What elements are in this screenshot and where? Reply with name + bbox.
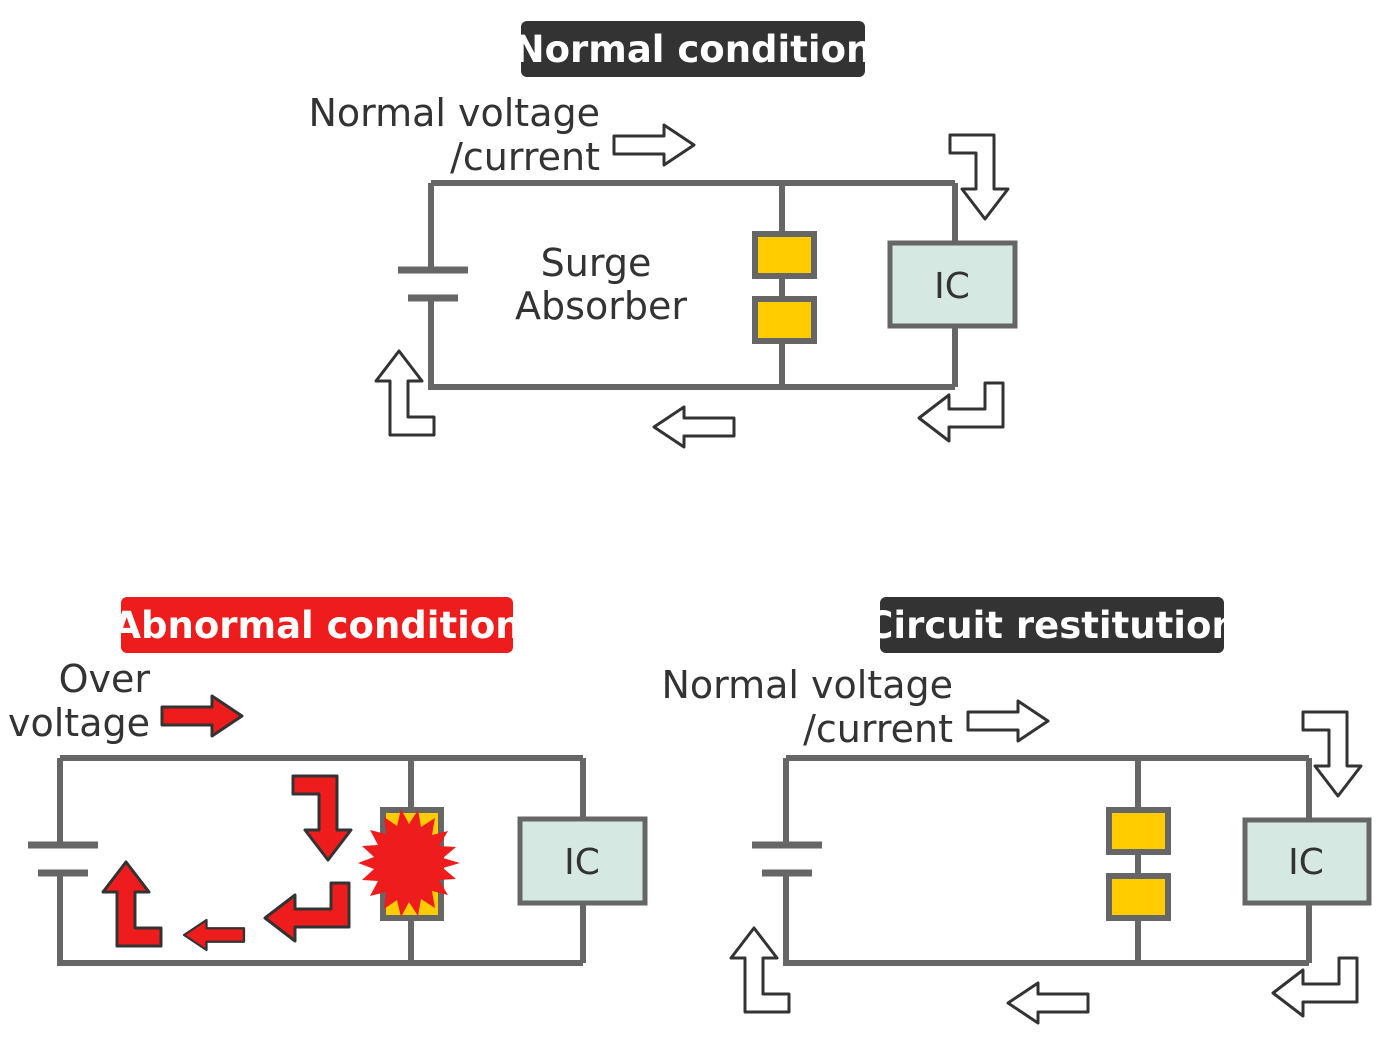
abnormal-title-badge bbox=[121, 597, 513, 653]
abnormal-condition-panel: Abnormal condition Over voltage IC bbox=[8, 597, 648, 966]
restitution-title: Circuit restitution bbox=[866, 604, 1238, 647]
restitution-battery-icon bbox=[752, 841, 822, 877]
restitution-panel: Circuit restitution Normal voltage /curr… bbox=[661, 597, 1372, 1025]
abnormal-ic-box bbox=[517, 816, 648, 906]
restitution-flow-label-line2: /current bbox=[803, 707, 953, 751]
left-turn-arrow-icon bbox=[1271, 956, 1359, 1018]
up-turn-arrow-icon bbox=[101, 860, 163, 948]
left-turn-arrow-icon bbox=[917, 381, 1005, 443]
normal-surge-absorber-top bbox=[752, 231, 817, 279]
burst-icon bbox=[358, 809, 460, 917]
restitution-surge-absorber-bottom bbox=[1106, 873, 1171, 921]
normal-absorber-label-line2: Absorber bbox=[515, 284, 687, 328]
right-arrow-icon bbox=[160, 694, 244, 738]
restitution-circuit-wires bbox=[783, 755, 1312, 966]
normal-ic-box bbox=[887, 240, 1018, 329]
normal-condition-panel: Normal condition Normal voltage /current… bbox=[308, 21, 1018, 449]
restitution-ic-label: IC bbox=[1288, 842, 1324, 883]
down-turn-arrow-icon bbox=[291, 774, 353, 862]
right-arrow-icon bbox=[612, 123, 696, 167]
abnormal-flow-label-line2: voltage bbox=[8, 701, 150, 745]
right-arrow-icon bbox=[966, 699, 1050, 743]
restitution-flow-label-line1: Normal voltage bbox=[661, 663, 953, 707]
normal-absorber-label-line1: Surge bbox=[541, 241, 652, 285]
normal-flow-label-line1: Normal voltage bbox=[308, 91, 600, 135]
left-turn-arrow-icon bbox=[263, 881, 351, 943]
restitution-ic-box bbox=[1242, 817, 1372, 906]
normal-surge-absorber-bottom bbox=[752, 296, 817, 344]
abnormal-title: Abnormal condition bbox=[112, 604, 521, 647]
abnormal-flow-label-line1: Over bbox=[59, 657, 151, 701]
normal-flow-label-line2: /current bbox=[450, 135, 600, 179]
restitution-title-badge bbox=[880, 597, 1224, 653]
normal-circuit-wires bbox=[428, 180, 958, 390]
left-arrow-icon bbox=[182, 918, 246, 952]
abnormal-ic-label: IC bbox=[564, 842, 600, 883]
normal-battery-icon bbox=[398, 266, 468, 302]
up-turn-arrow-icon bbox=[374, 349, 436, 437]
normal-title-badge bbox=[521, 21, 865, 77]
down-turn-arrow-icon bbox=[948, 133, 1010, 221]
abnormal-circuit-wires bbox=[57, 755, 586, 966]
left-arrow-icon bbox=[652, 405, 736, 449]
restitution-surge-absorber-top bbox=[1106, 807, 1171, 855]
normal-ic-label: IC bbox=[934, 266, 970, 307]
up-turn-arrow-icon bbox=[729, 926, 791, 1014]
abnormal-battery-icon bbox=[28, 841, 98, 877]
normal-title: Normal condition bbox=[514, 28, 873, 71]
left-arrow-icon bbox=[1006, 981, 1090, 1025]
